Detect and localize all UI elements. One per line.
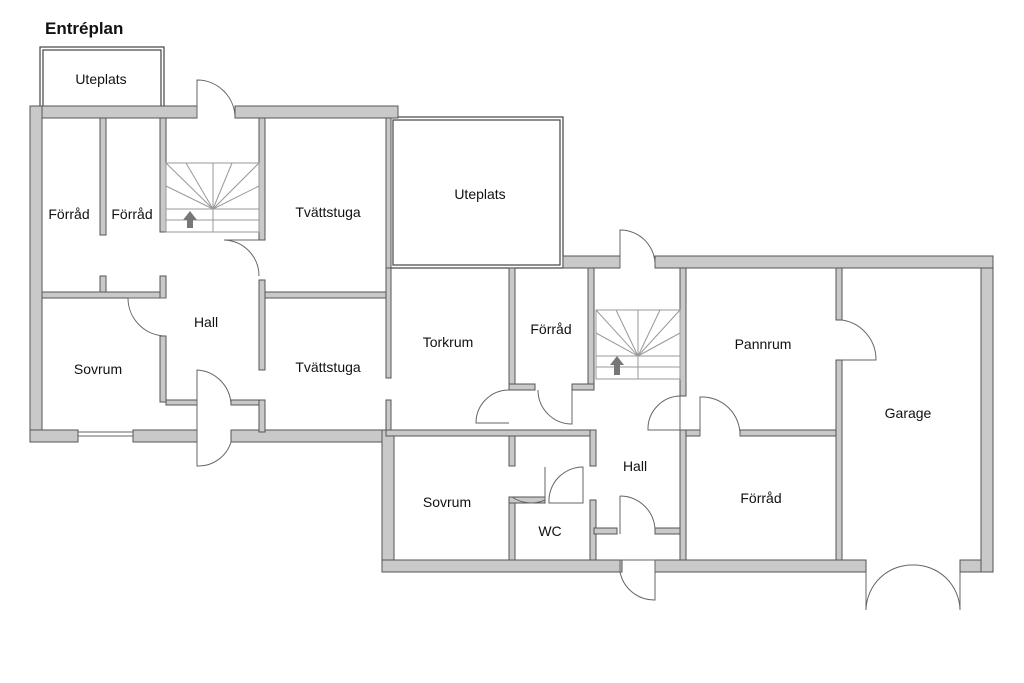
stair-up-arrow-icon <box>610 356 624 375</box>
room-label-hall: Hall <box>623 458 647 474</box>
interior-walls <box>41 117 843 561</box>
stair-up-arrow-icon <box>183 211 197 228</box>
uteplats-top <box>39 46 165 114</box>
room-label-tvattstuga: Tvättstuga <box>295 359 361 375</box>
room-label-hall: Hall <box>194 314 218 330</box>
room-label-garage: Garage <box>885 405 932 421</box>
room-label-pannrum: Pannrum <box>735 336 792 352</box>
staircase-left <box>165 162 260 233</box>
room-label-torkrum: Torkrum <box>423 334 474 350</box>
room-label-forrad: Förråd <box>740 490 781 506</box>
floor-plan-title: Entréplan <box>45 19 124 38</box>
room-label-uteplats: Uteplats <box>454 186 505 202</box>
room-label-sovrum: Sovrum <box>423 494 471 510</box>
room-label-wc: WC <box>538 523 561 539</box>
staircase-right <box>595 309 681 380</box>
room-label-forrad: Förråd <box>530 321 571 337</box>
room-label-tvattstuga: Tvättstuga <box>295 204 361 220</box>
room-label-forrad: Förråd <box>111 206 152 222</box>
room-label-uteplats: Uteplats <box>75 71 126 87</box>
uteplats-middle <box>389 116 564 269</box>
outer-walls <box>29 105 994 573</box>
doors <box>127 79 961 611</box>
room-label-sovrum: Sovrum <box>74 361 122 377</box>
window <box>78 431 133 437</box>
room-label-forrad: Förråd <box>48 206 89 222</box>
